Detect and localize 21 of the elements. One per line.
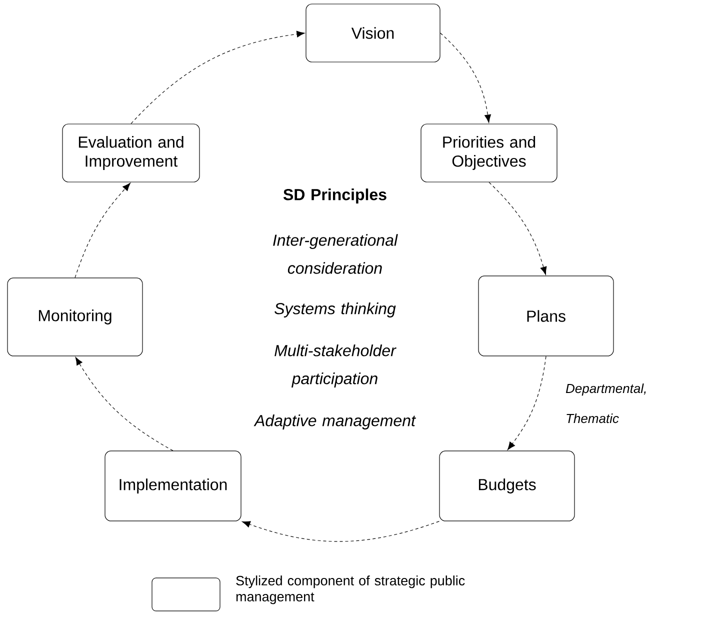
arrow <box>74 182 130 278</box>
process-box: Monitoring <box>7 278 143 356</box>
process-box: Evaluation and Improvement <box>62 124 200 182</box>
arrow <box>440 32 491 123</box>
arrow <box>130 30 305 124</box>
arrow <box>488 182 547 275</box>
principle-text: Adaptive management <box>254 414 416 430</box>
process-box: Priorities and Objectives <box>420 124 558 182</box>
process-box: Vision <box>306 4 440 62</box>
edge-label: Departmental, Thematic <box>566 384 646 424</box>
legend-text: Stylized component of strategic public management <box>236 576 465 604</box>
principle-text: Inter-generational consideration <box>273 234 398 274</box>
process-box: Implementation <box>104 450 242 522</box>
arrow <box>507 356 546 450</box>
process-box: Plans <box>478 276 614 356</box>
process-box: Budgets <box>439 450 575 522</box>
principle-text: Systems thinking <box>274 302 396 318</box>
principle-text: Multi-stakeholder participation <box>274 344 396 388</box>
heading: SD Principles <box>283 188 386 204</box>
arrow <box>242 520 440 542</box>
arrow <box>75 357 174 451</box>
